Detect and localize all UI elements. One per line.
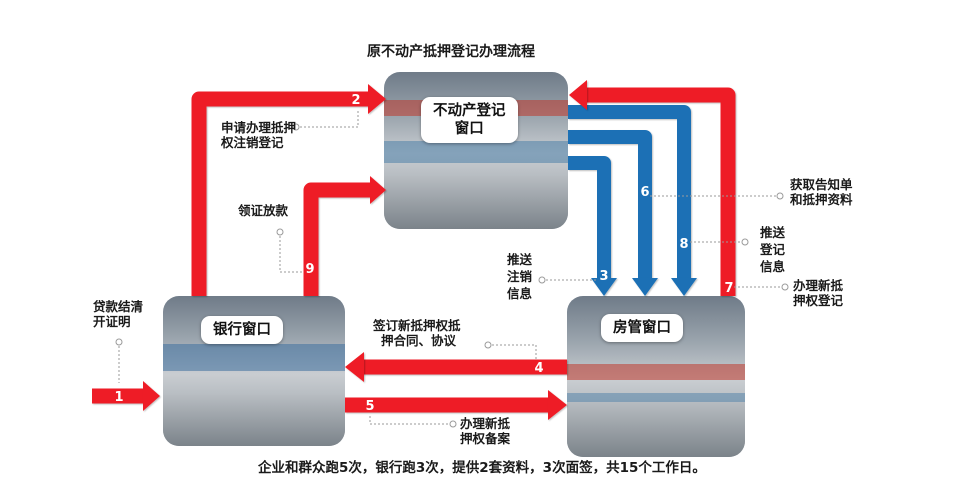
arrowhead-3 bbox=[591, 278, 617, 296]
note-step-1: 贷款结清开证明 bbox=[93, 299, 144, 329]
pointer-dot-8 bbox=[741, 238, 749, 246]
pointer-dot-1 bbox=[115, 338, 123, 346]
arrow-step-6 bbox=[568, 130, 652, 280]
arrowhead-2 bbox=[368, 84, 386, 114]
housing-window-label: 房管窗口 bbox=[601, 314, 683, 342]
step-number-7: 7 bbox=[724, 281, 733, 296]
diagram-title: 原不动产抵押登记办理流程 bbox=[367, 44, 535, 60]
arrow-step-7 bbox=[585, 87, 736, 296]
pointer-dot-6 bbox=[776, 192, 784, 200]
bank-window-photo: 银行窗口 bbox=[163, 296, 345, 446]
note-step-8: 推送登记信息 bbox=[760, 225, 786, 274]
note-step-7: 办理新抵押权登记 bbox=[793, 278, 844, 308]
bank-window-label: 银行窗口 bbox=[201, 316, 283, 344]
pointer-dot-4 bbox=[484, 341, 492, 349]
arrow-step-9 bbox=[303, 182, 372, 296]
arrow-step-2 bbox=[191, 91, 370, 296]
note-step-4: 签订新抵押权抵押合同、协议 bbox=[373, 318, 461, 348]
step-number-4: 4 bbox=[534, 361, 543, 376]
step-number-1: 1 bbox=[114, 390, 123, 405]
note-step-5: 办理新抵押权备案 bbox=[460, 416, 511, 446]
pointer-dot-3 bbox=[538, 276, 546, 284]
note-step-2: 申请办理抵押权注销登记 bbox=[221, 120, 297, 150]
step-number-5: 5 bbox=[365, 399, 374, 414]
arrowhead-1 bbox=[143, 381, 160, 411]
step-number-3: 3 bbox=[599, 269, 608, 284]
pointer-2 bbox=[296, 110, 359, 128]
arrowhead-4 bbox=[345, 352, 364, 382]
arrowhead-5 bbox=[548, 390, 567, 420]
step-number-9: 9 bbox=[305, 262, 314, 277]
pointer-9 bbox=[279, 232, 302, 273]
step-number-6: 6 bbox=[640, 185, 649, 200]
housing-window-photo: 房管窗口 bbox=[567, 296, 745, 457]
arrow-step-8 bbox=[568, 105, 691, 280]
arrowhead-6 bbox=[632, 278, 658, 296]
arrow-step-3 bbox=[568, 156, 611, 280]
arrowhead-8 bbox=[671, 278, 697, 296]
arrowhead-9 bbox=[370, 176, 386, 204]
step-number-8: 8 bbox=[679, 237, 688, 252]
note-step-6: 获取告知单和抵押资料 bbox=[790, 177, 853, 207]
pointer-5 bbox=[369, 416, 453, 425]
pointer-dot-5 bbox=[449, 420, 457, 428]
footer-summary: 企业和群众跑5次，银行跑3次，提供2套资料，3次面签，共15个工作日。 bbox=[258, 460, 706, 476]
registration-window-label: 不动产登记 窗口 bbox=[421, 97, 518, 143]
pointer-4 bbox=[488, 344, 537, 360]
step-number-2: 2 bbox=[351, 93, 360, 108]
note-step-3: 推送注销信息 bbox=[507, 252, 533, 301]
arrowhead-7 bbox=[569, 80, 587, 110]
pointer-dot-9 bbox=[276, 228, 284, 236]
pointer-dot-7 bbox=[781, 283, 789, 291]
pointer-dot-2 bbox=[292, 123, 300, 131]
registration-window-photo: 不动产登记 窗口 bbox=[384, 72, 568, 229]
note-step-9: 领证放款 bbox=[238, 203, 289, 218]
